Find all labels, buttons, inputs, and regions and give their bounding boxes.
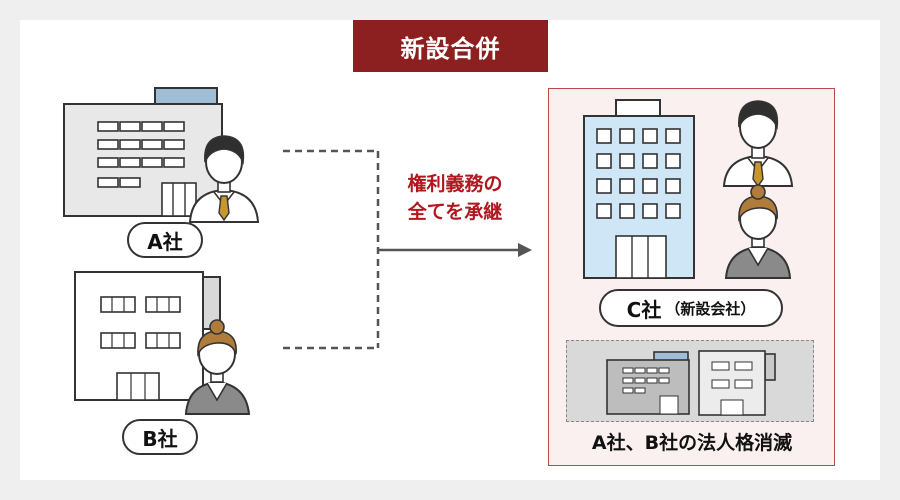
- dissolved-b-building-icon: [698, 350, 776, 416]
- dissolution-label: A社、B社の法人格消滅: [591, 432, 793, 454]
- c-woman-person-icon: [724, 184, 792, 279]
- company-c-building-icon: [583, 99, 695, 279]
- transfer-caption-line1: 権利義務の: [407, 173, 503, 195]
- company-a-label-text: A社: [147, 229, 183, 254]
- company-a-label: A社: [127, 222, 203, 258]
- transfer-caption-line2: 全てを承継: [407, 201, 503, 223]
- company-b-building-icon: [74, 271, 221, 401]
- company-a-building-icon: [63, 87, 223, 217]
- dissolved-a-building-icon: [606, 351, 690, 415]
- woman-person-icon: [184, 319, 251, 415]
- c-man-person-icon: [722, 100, 794, 188]
- page-title: 新設合併: [353, 20, 548, 72]
- merger-connector: [283, 149, 380, 350]
- company-b-label: B社: [122, 419, 198, 455]
- company-b-label-text: B社: [142, 426, 178, 451]
- transfer-arrow-head-icon: [518, 243, 532, 257]
- transfer-caption: 権利義務の 全てを承継: [385, 170, 525, 226]
- company-c-label-text: C社: [626, 297, 662, 322]
- man-person-icon: [188, 135, 260, 223]
- company-c-note: （新設会社）: [665, 299, 756, 318]
- company-c-label: C社 （新設会社）: [599, 289, 783, 327]
